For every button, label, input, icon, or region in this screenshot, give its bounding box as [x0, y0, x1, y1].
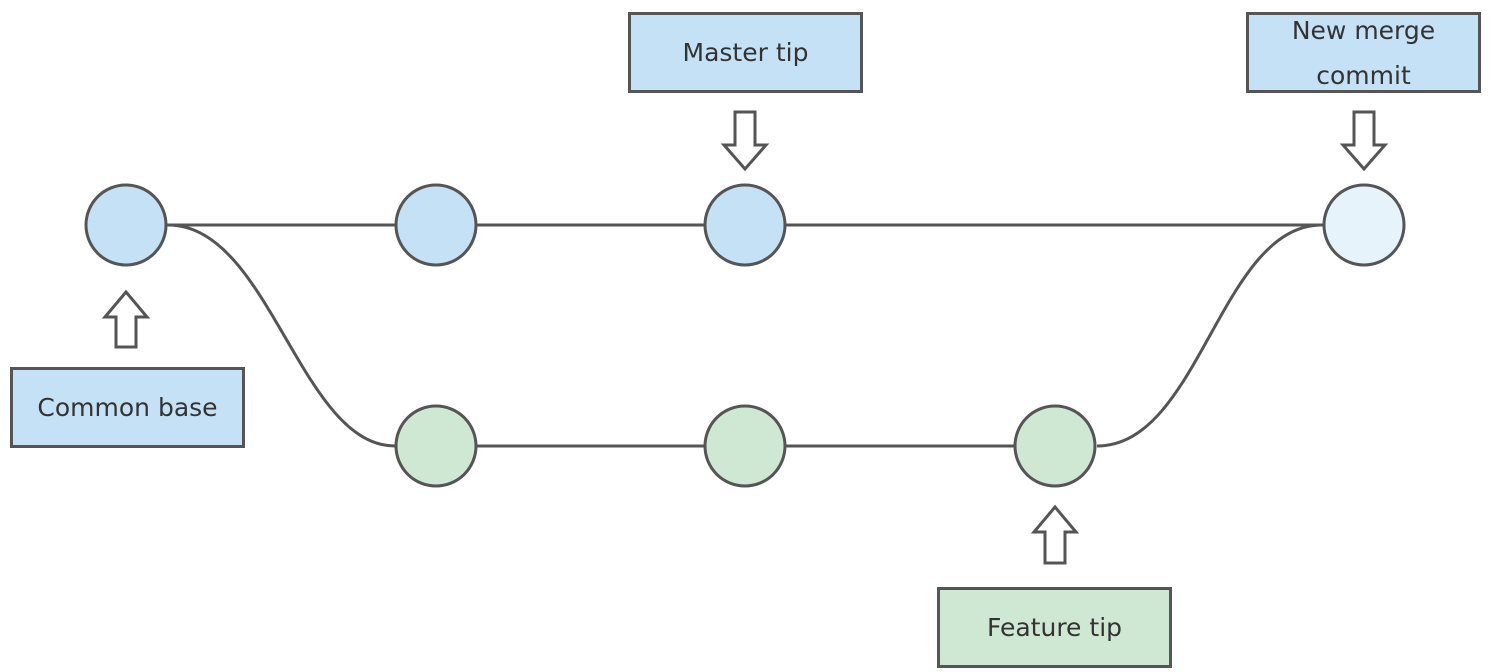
label-common-base: Common base: [10, 367, 245, 448]
pointer-arrows: [101, 110, 1389, 565]
commit-edges: [126, 223, 1364, 448]
label-feature-tip: Feature tip: [937, 587, 1172, 668]
commit-node-feature-tip: [1013, 404, 1097, 488]
hollow-up-arrow-icon: [1030, 504, 1080, 565]
edge-base-to-feature-1: [167, 223, 396, 448]
commit-nodes: [84, 183, 1406, 488]
label-new-merge-commit: New merge commit: [1246, 12, 1481, 93]
label-new-merge-commit-text: New merge commit: [1291, 15, 1436, 90]
hollow-down-arrow-icon: [1339, 110, 1389, 172]
commit-node-feature-2: [703, 404, 787, 488]
edge-feature-tip-to-merge: [1096, 223, 1323, 448]
commit-node-master-1: [394, 183, 478, 267]
commit-node-new-merge: [1322, 183, 1406, 267]
commit-node-master-tip: [703, 183, 787, 267]
commit-node-common-base: [84, 183, 168, 267]
commit-node-feature-1: [394, 404, 478, 488]
label-master-tip: Master tip: [628, 12, 863, 93]
hollow-up-arrow-icon: [101, 289, 151, 349]
hollow-down-arrow-icon: [720, 110, 770, 172]
